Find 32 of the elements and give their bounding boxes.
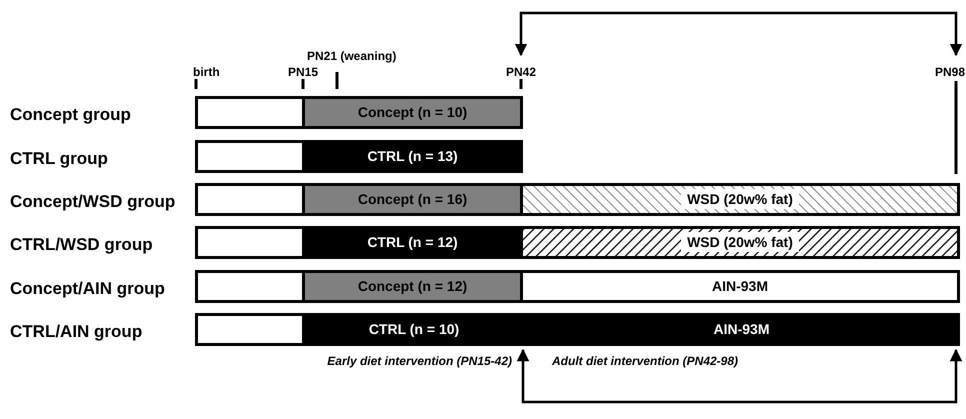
diet-bar: [520, 270, 960, 303]
timepoint-label: PN21 (weaning): [307, 48, 396, 65]
bar-label: CTRL (n = 12): [366, 234, 459, 250]
group-label: Concept/AIN group: [10, 278, 165, 300]
timepoint-label: PN98: [934, 64, 965, 81]
timepoint-label: PN15: [288, 64, 318, 81]
group-label: CTRL/AIN group: [10, 321, 142, 343]
timepoint-label: birth: [193, 64, 220, 81]
bar-label: WSD (20w% fat): [681, 232, 799, 252]
group-label: Concept/WSD group: [10, 191, 176, 213]
bar-label: Concept (n = 10): [356, 104, 468, 120]
diet-bar: [302, 183, 523, 216]
diet-bar: [520, 226, 960, 259]
period-label: Adult diet intervention (PN42-98): [552, 353, 738, 370]
bar-label: CTRL (n = 10): [368, 320, 460, 336]
group-label: CTRL group: [10, 148, 108, 170]
diet-bar: [302, 313, 960, 346]
period-label: Early diet intervention (PN15-42): [327, 353, 512, 370]
diet-bar: [302, 140, 523, 173]
bar-label: AIN-93M: [710, 278, 769, 294]
diet-bar: [302, 270, 523, 303]
bar-label: Concept (n = 12): [356, 278, 468, 294]
timepoint-label: PN42: [506, 64, 536, 81]
bar-label: WSD (20w% fat): [681, 188, 799, 208]
bar-label: AIN-93M: [712, 320, 770, 336]
bar-label: Concept (n = 16): [356, 190, 468, 206]
bar-label: CTRL (n = 13): [366, 148, 459, 164]
group-label: CTRL/WSD group: [10, 234, 153, 256]
diet-bar: [302, 96, 523, 129]
diet-bar: [302, 226, 523, 259]
diet-bar: [520, 183, 960, 216]
group-label: Concept group: [10, 104, 131, 126]
